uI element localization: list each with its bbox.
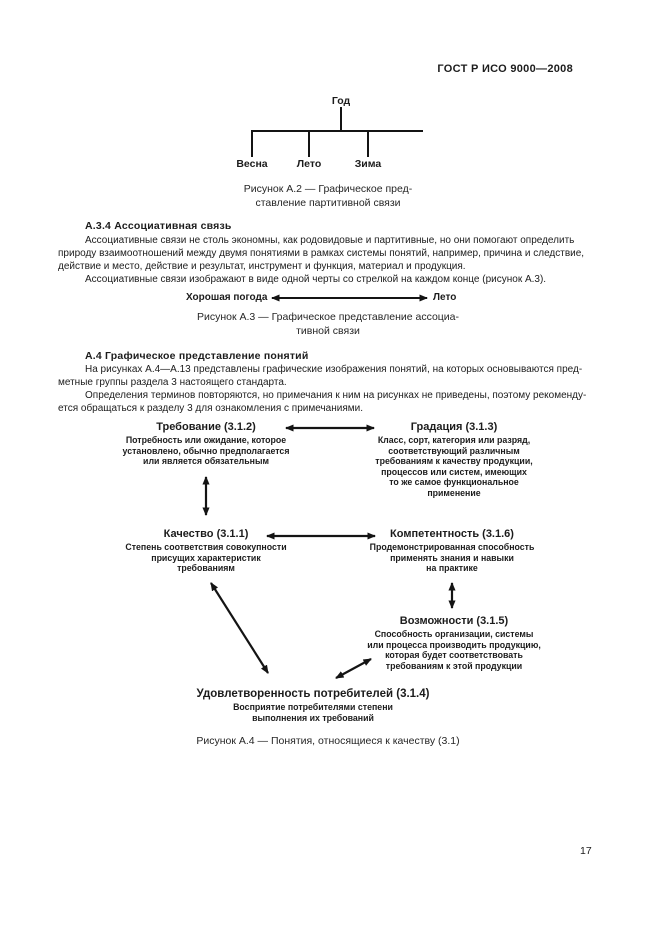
fig-a2-tree-lines [251, 107, 423, 157]
fig-a2-root-label: Год [331, 95, 351, 107]
node-kompetentnost: Компетентность (3.1.6) Продемонстрирован… [357, 528, 547, 574]
section-a4-heading: А.4 Графическое представление понятий [85, 350, 309, 362]
node-gradacija: Градация (3.1.3) Класс, сорт, категория … [364, 421, 544, 499]
paragraph-line: Определения терминов повторяются, но при… [85, 390, 587, 401]
node-kachestvo: Качество (3.1.1) Степень соответствия со… [116, 528, 296, 574]
node-trebovanie: Требование (3.1.2) Потребность или ожида… [116, 421, 296, 467]
fig-a2-child-vesna: Весна [236, 158, 268, 170]
node-trebovanie-title: Требование (3.1.2) [156, 421, 256, 433]
node-gradacija-desc: Класс, сорт, категория или разряд,соотве… [375, 435, 533, 498]
paragraph-line: Ассоциативные связи не столь экономны, к… [85, 235, 575, 246]
fig-a2-child-leto: Лето [296, 158, 322, 170]
node-vozmozhnosti: Возможности (3.1.5) Способность организа… [359, 615, 549, 671]
node-udovletvorennost: Удовлетворенность потребителей (3.1.4) В… [183, 688, 443, 723]
paragraph-line: На рисунках А.4—А.13 представлены графич… [85, 364, 583, 375]
fig-a3-right-label: Лето [433, 292, 457, 303]
node-vozmozhnosti-title: Возможности (3.1.5) [399, 615, 509, 627]
node-udovletvorennost-title: Удовлетворенность потребителей (3.1.4) [196, 688, 430, 700]
fig-a2-child-zima: Зима [354, 158, 382, 170]
paragraph-line: природу взаимоотношений между двумя поня… [58, 248, 585, 259]
arrow-kachestvo-udovletvorennost [210, 582, 269, 674]
fig-a3-caption: Рисунок А.3 — Графическое представление … [196, 311, 460, 337]
paragraph-line: ется обращаться к разделу 3 для ознакомл… [58, 403, 363, 414]
doc-number-header: ГОСТ Р ИСО 9000—2008 [437, 63, 573, 75]
node-kompetentnost-title: Компетентность (3.1.6) [390, 528, 514, 540]
paragraph-line: метные группы раздела 3 настоящего станд… [58, 377, 287, 388]
paragraph-line: действие и место, действие и результат, … [58, 261, 466, 272]
fig-a2-caption: Рисунок А.2 — Графическое пред-ставление… [243, 183, 413, 209]
page-number: 17 [580, 845, 592, 857]
paragraph-line: Ассоциативные связи изображают в виде од… [85, 274, 547, 285]
section-a3-4-heading: А.3.4 Ассоциативная связь [85, 220, 232, 232]
node-gradacija-title: Градация (3.1.3) [410, 421, 498, 433]
node-kachestvo-title: Качество (3.1.1) [163, 528, 249, 540]
fig-a3-left-label: Хорошая погода [186, 292, 268, 303]
fig-a4-caption: Рисунок А.4 — Понятия, относящиеся к кач… [196, 735, 460, 747]
